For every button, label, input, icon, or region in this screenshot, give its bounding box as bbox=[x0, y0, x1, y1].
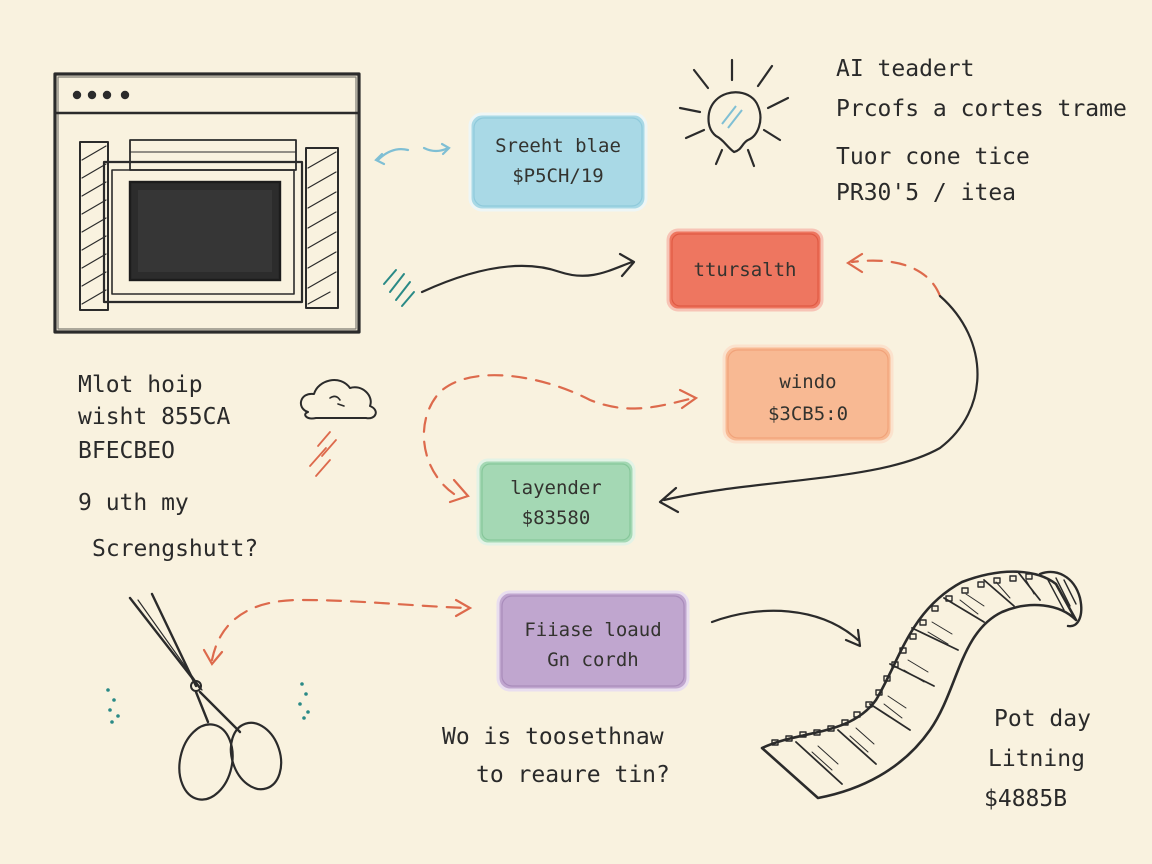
note-bottom-center: Wo is toosethnaw to reaure tin? bbox=[442, 724, 670, 788]
box-orange[interactable]: windo $3CB5:0 bbox=[722, 344, 894, 444]
note-line: wisht 855CA bbox=[78, 404, 230, 430]
small-arrow-icons bbox=[374, 142, 451, 166]
box-purple-line-2: Gn cordh bbox=[547, 649, 639, 671]
dashed-arrow-to-orange bbox=[422, 374, 696, 496]
box-purple-shape bbox=[496, 590, 690, 692]
note-line: Tuor cone tice bbox=[836, 144, 1030, 170]
box-blue-line-2: $P5CH/19 bbox=[512, 165, 604, 187]
box-blue-line-1: Sreeht blae bbox=[495, 135, 621, 157]
browser-window-icon bbox=[53, 72, 361, 334]
box-lavender-shape bbox=[476, 458, 636, 546]
lightbulb-sun-icon bbox=[678, 58, 790, 168]
cloud-icon bbox=[299, 379, 377, 477]
dashed-arrow-scissors-purple bbox=[210, 598, 470, 662]
note-line: Prcofs a cortes trame bbox=[836, 96, 1127, 122]
arrow-right-to-lavender bbox=[662, 294, 979, 502]
box-red-shape bbox=[666, 228, 824, 312]
box-red-line-1: ttursalth bbox=[694, 259, 797, 281]
arrow-purple-to-film bbox=[710, 609, 860, 642]
note-bottom-right: Pot day Litning $4885B bbox=[984, 706, 1091, 812]
teal-scribble-icon bbox=[383, 269, 415, 307]
note-line: PR30'5 / itea bbox=[836, 180, 1016, 206]
box-lavender[interactable]: layender $83580 bbox=[476, 458, 636, 546]
note-line: Litning bbox=[988, 746, 1085, 772]
box-purple[interactable]: Fiiase loaud Gn cordh bbox=[496, 590, 690, 692]
box-lavender-line-2: $83580 bbox=[522, 507, 591, 529]
note-line: BFECBEO bbox=[78, 438, 175, 464]
box-orange-line-1: windo bbox=[779, 371, 836, 393]
note-line: Screngshutt? bbox=[92, 536, 258, 562]
box-purple-line-1: Fiiase loaud bbox=[524, 619, 661, 641]
note-top-right: AI teadert Prcofs a cortes trame Tuor co… bbox=[836, 56, 1127, 206]
note-line: Pot day bbox=[994, 706, 1091, 732]
dashed-arrow-to-red bbox=[850, 259, 942, 298]
note-line: Wo is toosethnaw bbox=[442, 724, 664, 750]
arrow-browser-to-red bbox=[420, 260, 634, 294]
box-blue-shape bbox=[468, 112, 648, 212]
box-orange-line-2: $3CB5:0 bbox=[768, 403, 848, 425]
note-line: to reaure tin? bbox=[476, 762, 670, 788]
film-strip-icon bbox=[760, 570, 1083, 800]
note-line: AI teadert bbox=[836, 56, 974, 82]
scissors-icon bbox=[106, 592, 310, 801]
note-line: Mlot hoip bbox=[78, 372, 203, 398]
note-line: 9 uth my bbox=[78, 490, 189, 516]
note-line: $4885B bbox=[984, 786, 1067, 812]
box-lavender-line-1: layender bbox=[510, 477, 602, 499]
note-left-mid: Mlot hoip wisht 855CA BFECBEO 9 uth my S… bbox=[78, 372, 258, 562]
box-blue[interactable]: Sreeht blae $P5CH/19 bbox=[468, 112, 648, 212]
box-red[interactable]: ttursalth bbox=[666, 228, 824, 312]
box-orange-shape bbox=[722, 344, 894, 444]
